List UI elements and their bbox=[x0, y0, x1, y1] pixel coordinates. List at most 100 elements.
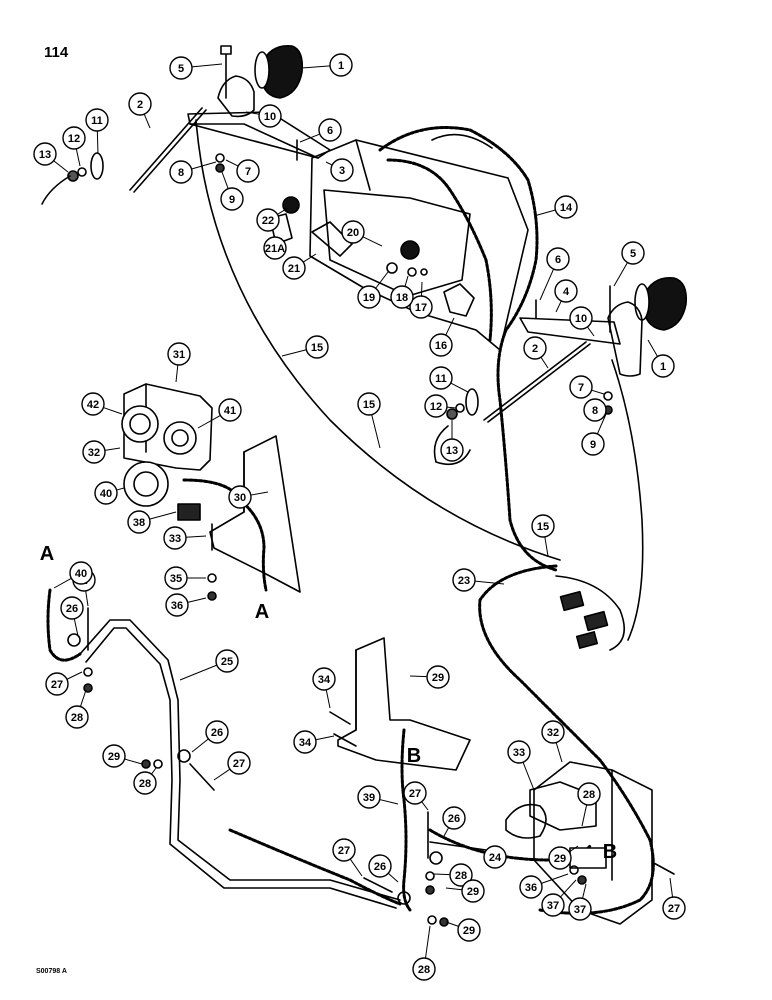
callout-number: 5 bbox=[178, 63, 184, 75]
callout-number: 32 bbox=[88, 447, 100, 459]
callout-circle bbox=[169, 160, 193, 184]
callout-26: 26 bbox=[368, 854, 399, 883]
left-nut-9 bbox=[215, 163, 225, 173]
callout-leader bbox=[191, 161, 217, 170]
callout-circle bbox=[531, 514, 555, 538]
callout-number: 27 bbox=[668, 903, 680, 915]
section-ref-b: B bbox=[407, 745, 421, 767]
callout-number: 14 bbox=[560, 202, 573, 214]
callout-number: 33 bbox=[169, 533, 181, 545]
callout-leader bbox=[450, 382, 469, 393]
left-screw-5-head bbox=[220, 45, 232, 55]
callout-leader bbox=[581, 804, 588, 827]
callout-leader bbox=[281, 349, 307, 357]
callout-15: 15 bbox=[281, 335, 329, 359]
callout-leader bbox=[66, 671, 83, 680]
connector-38 bbox=[569, 847, 607, 869]
callout-leader bbox=[387, 872, 399, 883]
callout-circle bbox=[449, 863, 473, 887]
callout-leader bbox=[299, 133, 320, 143]
nut-28-lower bbox=[425, 871, 435, 881]
callout-circle bbox=[621, 241, 645, 265]
callout-number: 40 bbox=[75, 568, 87, 580]
bracket-21a bbox=[269, 213, 293, 245]
callout-39: 39 bbox=[357, 785, 399, 809]
callout-42: 42 bbox=[81, 392, 123, 416]
callout-number: 7 bbox=[578, 382, 584, 394]
callout-circle bbox=[256, 208, 280, 232]
callout-leader bbox=[541, 873, 569, 884]
callout-leader bbox=[187, 597, 207, 603]
console-panel bbox=[269, 126, 558, 572]
callout-number: 26 bbox=[448, 813, 460, 825]
callout-circle bbox=[205, 720, 229, 744]
callout-number: 22 bbox=[262, 215, 274, 227]
callout-29: 29 bbox=[445, 918, 481, 942]
callout-circle bbox=[227, 751, 251, 775]
callout-number: 12 bbox=[68, 133, 80, 145]
bracket-31 bbox=[209, 435, 301, 593]
callout-27: 27 bbox=[45, 671, 83, 696]
callout-circle bbox=[164, 566, 188, 590]
callout-19: 19 bbox=[357, 271, 389, 309]
callout-16: 16 bbox=[429, 317, 455, 357]
callout-circle bbox=[519, 875, 543, 899]
callout-number: 23 bbox=[458, 575, 470, 587]
callout-27: 27 bbox=[662, 877, 686, 920]
left-washer-7 bbox=[215, 153, 225, 163]
callout-6: 6 bbox=[539, 247, 570, 301]
callout-circle bbox=[429, 366, 453, 390]
callout-leader bbox=[445, 921, 459, 927]
callout-circle bbox=[581, 432, 605, 456]
horn-41 bbox=[123, 461, 169, 507]
callout-leader bbox=[185, 535, 207, 538]
callout-number: 10 bbox=[575, 313, 587, 325]
callout-circle bbox=[577, 782, 601, 806]
callout-number: 29 bbox=[108, 751, 120, 763]
callout-28: 28 bbox=[133, 767, 157, 795]
callout-circle bbox=[457, 918, 481, 942]
callout-leader bbox=[221, 171, 229, 189]
callout-number: 29 bbox=[432, 672, 444, 684]
callout-number: 37 bbox=[574, 904, 586, 916]
callout-circle bbox=[85, 108, 109, 132]
callout-leader bbox=[555, 300, 562, 313]
callout-circle bbox=[45, 672, 69, 696]
callout-number: 28 bbox=[418, 964, 430, 976]
left-gauge-assembly bbox=[41, 45, 561, 561]
console-edge bbox=[355, 139, 371, 191]
callout-circle bbox=[403, 781, 427, 805]
callout-15: 15 bbox=[531, 514, 555, 557]
left-long-cable bbox=[195, 119, 561, 561]
callout-number: 20 bbox=[347, 227, 359, 239]
callout-layer: 1122345566778899101011111212131314151515… bbox=[33, 53, 686, 981]
callout-number: 7 bbox=[245, 166, 251, 178]
callout-circle bbox=[167, 342, 191, 366]
callout-circle bbox=[409, 295, 433, 319]
harness-23-branch bbox=[555, 575, 626, 651]
callout-number: 26 bbox=[374, 861, 386, 873]
callout-circle bbox=[569, 306, 593, 330]
right-washer-7 bbox=[603, 391, 613, 401]
callout-number: 33 bbox=[513, 747, 525, 759]
callout-37: 37 bbox=[541, 879, 577, 917]
callout-leader bbox=[149, 511, 177, 520]
screw-27-right bbox=[651, 861, 675, 875]
callout-number: 2 bbox=[137, 99, 143, 111]
callout-29: 29 bbox=[548, 845, 579, 870]
callout-leader bbox=[420, 281, 423, 297]
left-cable-rod-b bbox=[133, 109, 207, 193]
cable-40-left bbox=[46, 588, 82, 662]
callout-number: 11 bbox=[435, 373, 447, 385]
callout-leader bbox=[568, 845, 579, 853]
callout-circle bbox=[62, 126, 86, 150]
callout-3: 3 bbox=[325, 158, 354, 182]
callout-30: 30 bbox=[228, 485, 269, 509]
lower-bracket-assembly bbox=[329, 637, 675, 927]
callout-number: 31 bbox=[173, 349, 185, 361]
callout-36: 36 bbox=[519, 873, 569, 899]
screw-27-bottom bbox=[363, 877, 393, 893]
callout-leader bbox=[596, 413, 607, 435]
callout-leader bbox=[555, 742, 563, 763]
horn-43 bbox=[121, 405, 159, 443]
